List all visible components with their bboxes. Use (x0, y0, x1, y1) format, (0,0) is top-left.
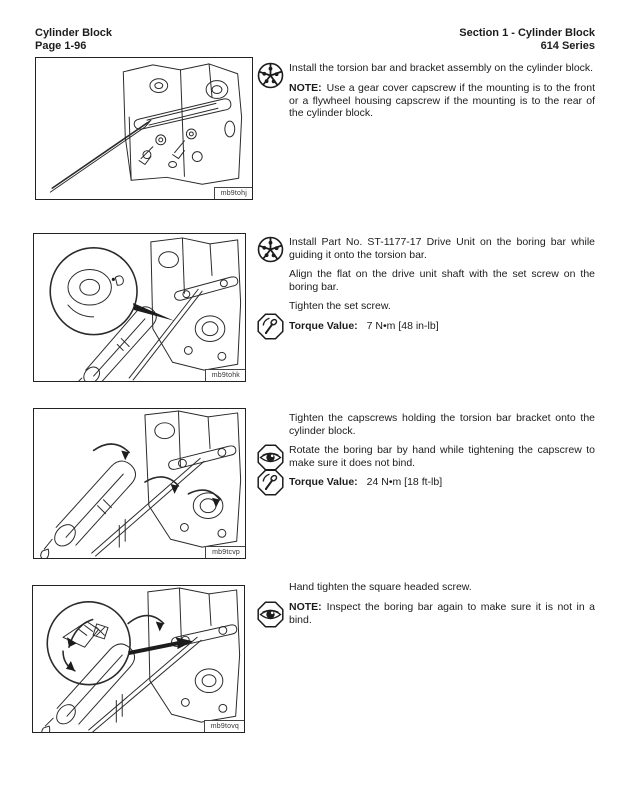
note-label: NOTE: (289, 601, 322, 613)
header-right: Section 1 - Cylinder Block 614 Series (459, 27, 595, 53)
square-screw-illustration (41, 587, 241, 732)
section-title: Section 1 - Cylinder Block (459, 27, 595, 39)
instruction-step: Install Part No. ST-1177-17 Drive Unit o… (257, 236, 595, 263)
torque-value: 7 N•m [48 in-lb] (366, 320, 439, 332)
note-text: Inspect the boring bar again to make sur… (289, 601, 595, 626)
figure-hand-tighten-screw: mb9tovq (32, 585, 245, 733)
torque-text: Torque Value: 24 N•m [18 ft-lb] (289, 476, 595, 489)
instruction-step: Tighten the capscrews holding the torsio… (257, 412, 595, 437)
note-text: Use a gear cover capscrew if the mountin… (289, 82, 595, 119)
torque-step: Torque Value: 24 N•m [18 ft-lb] (257, 469, 595, 496)
figure-caption: mb9tohk (204, 369, 245, 381)
instruction-step: Tighten the set screw. (257, 300, 595, 313)
step-text: Tighten the capscrews holding the torsio… (289, 412, 595, 437)
note-label: NOTE: (289, 82, 322, 94)
figure-caption: mb9tohj (213, 187, 252, 199)
header-left: Cylinder Block Page 1-96 (35, 27, 112, 53)
page-number: Page 1-96 (35, 40, 87, 52)
inspect-eye-icon (257, 444, 284, 471)
torque-value: 24 N•m [18 ft-lb] (366, 476, 443, 488)
capscrew-tighten-illustration (40, 410, 242, 558)
step-text: Install Part No. ST-1177-17 Drive Unit o… (289, 236, 595, 261)
torque-wrench-icon (257, 313, 284, 340)
instruction-step: Align the flat on the drive unit shaft w… (257, 268, 595, 293)
drive-unit-illustration (49, 237, 242, 381)
step-text: NOTE:Inspect the boring bar again to mak… (289, 601, 595, 626)
instruction-step: NOTE:Use a gear cover capscrew if the mo… (257, 82, 595, 120)
torque-label: Torque Value: (289, 476, 358, 488)
engine-block-illustration (49, 63, 243, 193)
install-assembly-icon (257, 236, 284, 263)
step-text: Hand tighten the square headed screw. (289, 581, 472, 593)
figure-drive-unit-install: mb9tohk (33, 233, 246, 382)
instruction-block-3: Tighten the capscrews holding the torsio… (257, 412, 595, 496)
figure-caption: mb9tcvp (205, 546, 245, 558)
series-label: 614 Series (540, 40, 595, 52)
instruction-block-2: Install Part No. ST-1177-17 Drive Unit o… (257, 236, 595, 340)
torque-wrench-icon (257, 469, 284, 496)
step-text: Rotate the boring bar by hand while tigh… (289, 444, 595, 469)
figure-caption: mb9tovq (203, 720, 244, 732)
torque-label: Torque Value: (289, 320, 358, 332)
step-text: Tighten the set screw. (289, 300, 391, 312)
figure-tighten-capscrews: mb9tcvp (33, 408, 246, 559)
instruction-step: NOTE:Inspect the boring bar again to mak… (257, 601, 595, 628)
torque-step: Torque Value: 7 N•m [48 in-lb] (257, 313, 595, 340)
instruction-step: Hand tighten the square headed screw. (257, 581, 595, 594)
step-text: Install the torsion bar and bracket asse… (289, 62, 594, 74)
doc-title: Cylinder Block (35, 27, 113, 39)
figure-torsion-bar-install: mb9tohj (35, 57, 253, 200)
instruction-block-1: Install the torsion bar and bracket asse… (257, 62, 595, 127)
instruction-block-4: Hand tighten the square headed screw. NO… (257, 581, 595, 633)
instruction-step: Install the torsion bar and bracket asse… (257, 62, 595, 89)
torque-text: Torque Value: 7 N•m [48 in-lb] (289, 320, 595, 333)
step-text: NOTE:Use a gear cover capscrew if the mo… (289, 82, 595, 120)
inspect-eye-icon (257, 601, 284, 628)
step-text: Align the flat on the drive unit shaft w… (289, 268, 595, 293)
instruction-step: Rotate the boring bar by hand while tigh… (257, 444, 595, 471)
